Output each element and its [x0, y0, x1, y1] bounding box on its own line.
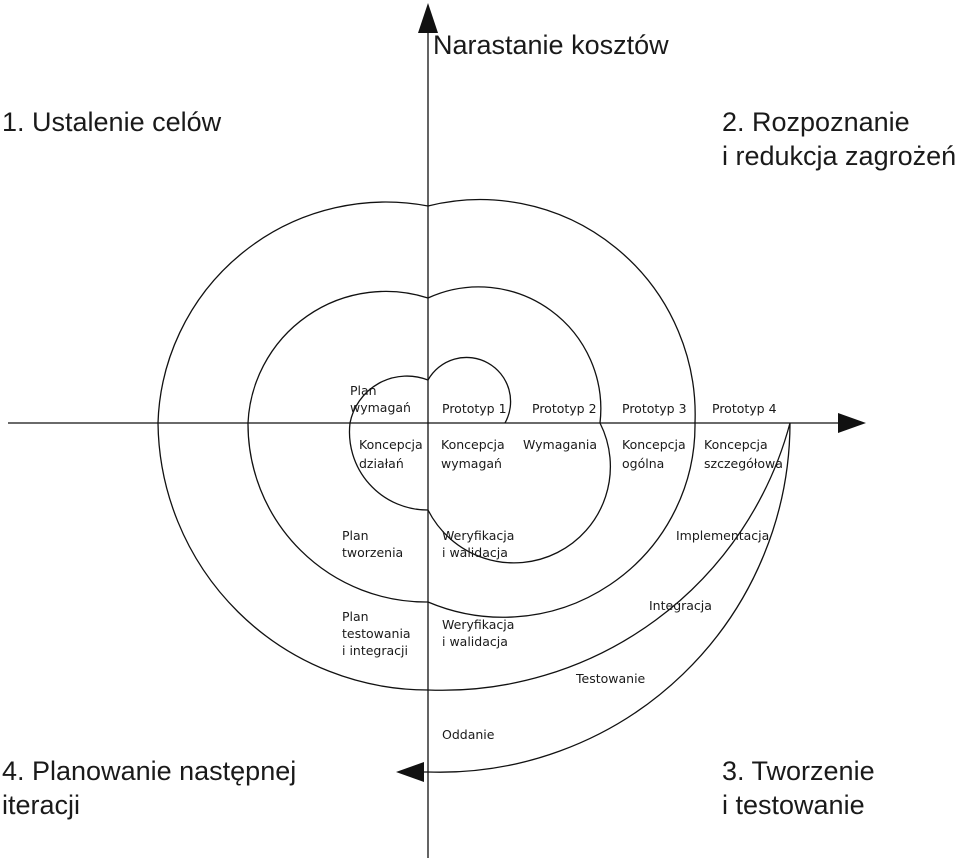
label-weryfikacja-2: Weryfikacja i walidacja: [442, 617, 518, 649]
label-plan-wymagan: Plan wymagań: [350, 383, 411, 415]
label-testowanie: Testowanie: [575, 671, 646, 686]
label-koncepcja-dzialan: Koncepcja działań: [359, 437, 427, 471]
quadrant-2-title: 2. Rozpoznanie i redukcja zagrożeń: [722, 107, 956, 171]
label-prototyp-1: Prototyp 1: [442, 401, 507, 416]
label-implementacja: Implementacja: [676, 528, 769, 543]
label-weryfikacja-1: Weryfikacja i walidacja: [442, 528, 518, 560]
label-wymagania: Wymagania: [523, 437, 597, 452]
spiral-curve: [157, 198, 791, 773]
quadrant-3-title: 3. Tworzenie i testowanie: [722, 756, 882, 820]
label-prototyp-4: Prototyp 4: [712, 401, 777, 416]
label-koncepcja-ogolna: Koncepcja ogólna: [622, 437, 690, 471]
label-plan-tworzenia: Plan tworzenia: [342, 528, 403, 560]
label-oddanie: Oddanie: [442, 727, 495, 742]
label-prototyp-2: Prototyp 2: [532, 401, 597, 416]
label-integracja: Integracja: [649, 598, 712, 613]
vertical-axis-arrowhead: [418, 3, 438, 33]
label-koncepcja-wymagan: Koncepcja wymagań: [441, 437, 509, 471]
quadrant-4-title: 4. Planowanie następnej iteracji: [2, 756, 304, 820]
label-plan-testowania: Plan testowania i integracji: [342, 609, 415, 658]
horizontal-axis-arrowhead: [838, 413, 866, 433]
quadrant-1-title: 1. Ustalenie celów: [2, 107, 222, 137]
label-koncepcja-szczegolowa: Koncepcja szczegółowa: [704, 437, 783, 471]
axis-label: Narastanie kosztów: [433, 30, 669, 60]
spiral-end-arrowhead: [396, 762, 424, 782]
label-prototyp-3: Prototyp 3: [622, 401, 687, 416]
